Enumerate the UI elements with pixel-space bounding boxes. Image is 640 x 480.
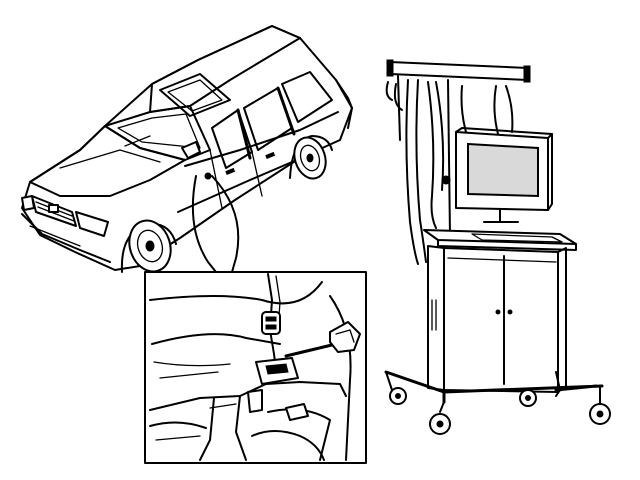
cart-cabinet [427, 245, 567, 393]
hanging-cable-7 [505, 85, 514, 133]
car-front-bumper-lower [29, 225, 81, 247]
diagnostic-plug [261, 311, 281, 335]
rail-cap-left [386, 59, 394, 77]
seat-edge-left [149, 421, 207, 429]
caster-front-left [429, 401, 451, 435]
connector-detail-inset [144, 271, 367, 464]
car-windshield-inner [117, 113, 201, 149]
panel-line-1 [153, 361, 231, 367]
monitor-knob [441, 175, 451, 185]
panel-line-2 [159, 371, 219, 379]
keyboard [471, 233, 563, 243]
console-tray [247, 389, 263, 413]
cabinet-shelf-line [447, 257, 557, 263]
car-roof [149, 25, 301, 113]
hanging-cable-2 [415, 79, 427, 263]
car-headlight-left [21, 195, 35, 211]
cart-top-rail [389, 61, 529, 81]
car-hood [29, 125, 186, 197]
car-wiper [124, 135, 151, 147]
cabinet-vent [431, 299, 437, 331]
cabinet-handle-left [495, 309, 501, 315]
lever-knob [329, 321, 361, 353]
car-door-seam-rear [251, 151, 263, 197]
hanging-cable-4 [435, 81, 445, 191]
car-b-pillar [236, 108, 252, 160]
floor-line [155, 435, 201, 441]
car-c-pillar [276, 86, 296, 136]
cart-mast-left [397, 75, 401, 141]
cart-monitor [441, 127, 553, 223]
dashboard-edge [151, 333, 281, 345]
car-badge [48, 204, 59, 213]
car-cargo-window [281, 71, 333, 123]
caster-back-left [389, 387, 407, 405]
obd-socket [255, 357, 299, 385]
hanging-cable-3 [427, 81, 437, 229]
detail-callout-line-right [211, 175, 240, 273]
caster-back-right [519, 389, 537, 407]
car-sunroof-inner [167, 79, 223, 112]
center-console [149, 381, 347, 411]
release-lever [284, 342, 338, 358]
detail-callout-line-left [191, 175, 217, 273]
car-front-bumper [21, 213, 111, 263]
cable-hooks [385, 81, 403, 111]
car-belt-line [184, 111, 339, 167]
cart-base-leg-back [555, 371, 561, 397]
car-side-mirror [181, 141, 201, 159]
cart-base-frame [384, 370, 604, 404]
console-front [199, 397, 215, 461]
car-hood-crease [59, 149, 161, 169]
car-door-handle-front [225, 167, 236, 176]
diagnostic-cart [384, 59, 611, 435]
rail-cap-right [523, 65, 531, 83]
car-door-handle-rear [265, 151, 276, 160]
dashboard-contour [149, 281, 323, 305]
lower-contour [251, 430, 325, 461]
car-illustration [21, 25, 353, 273]
cart-base-leg-left [385, 371, 393, 391]
hanging-cable-6 [493, 85, 499, 135]
console-slot [209, 403, 237, 409]
car-front-wheel [120, 219, 177, 273]
detail-frame [144, 271, 367, 464]
hanging-cable-1 [405, 79, 419, 265]
car-tailgate [335, 79, 353, 129]
cart-mast-right [447, 79, 451, 237]
handbrake-button [285, 403, 309, 421]
car-rear-wheel [289, 135, 333, 180]
cabinet-handle-right [507, 309, 513, 315]
caster-front-right [589, 403, 611, 425]
monitor-screen [467, 142, 539, 198]
shelf-edge [437, 239, 577, 251]
connector-location-dot [204, 172, 212, 180]
hanging-cable-5 [460, 85, 467, 133]
car-headlight-right [75, 211, 109, 237]
console-side [235, 395, 247, 461]
